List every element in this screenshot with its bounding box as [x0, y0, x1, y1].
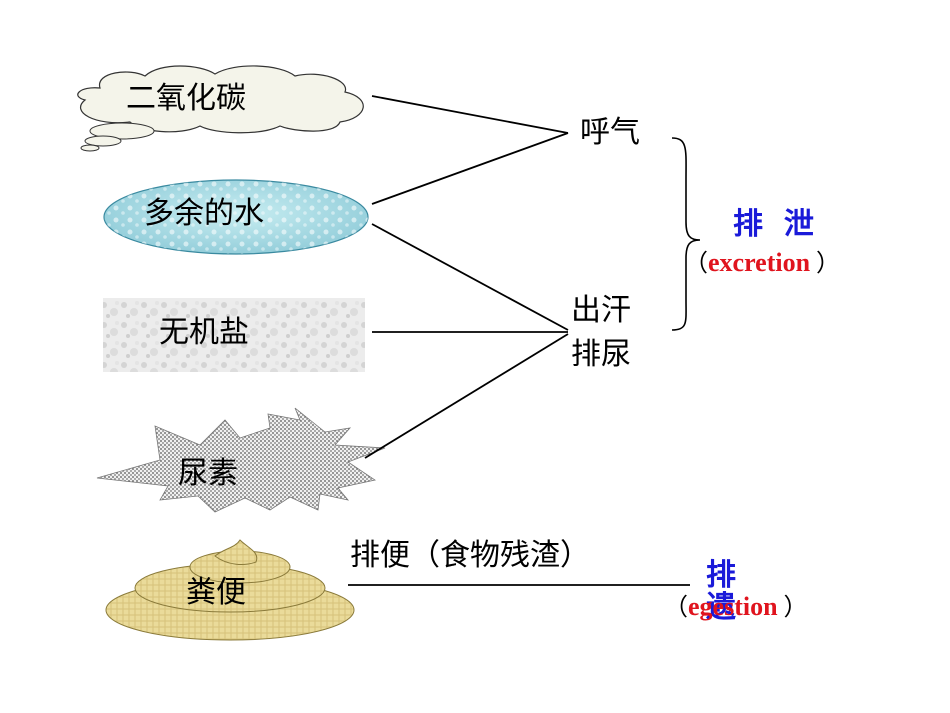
label-defecation: 排便（食物残渣）	[350, 538, 590, 573]
excretion-brace	[671, 137, 701, 331]
label-water: 多余的水	[144, 196, 264, 231]
co2-cloud-shape	[77, 65, 364, 152]
urea-burst-shape	[96, 407, 386, 513]
term-egestion-cn: 排 遗	[706, 558, 736, 625]
term-excretion-cn: 排 泄	[733, 207, 814, 242]
label-sweat: 出汗	[571, 293, 631, 328]
term-excretion-en-row: （excretion）	[684, 250, 840, 276]
paren-open: （	[684, 249, 708, 277]
label-salt: 无机盐	[159, 315, 249, 350]
term-egestion-en: egestion	[688, 592, 778, 621]
label-breath: 呼气	[580, 115, 640, 150]
label-feces: 粪便	[186, 575, 246, 610]
label-co2: 二氧化碳	[126, 81, 246, 116]
connector-lines	[348, 95, 690, 586]
salt-block-shape	[103, 298, 365, 372]
water-oval-shape	[103, 179, 369, 255]
term-excretion-en: excretion	[708, 248, 811, 277]
term-egestion-en-row: （egestion）	[664, 594, 808, 620]
paren-open-2: （	[664, 593, 688, 621]
label-urine: 排尿	[571, 337, 631, 372]
label-urea: 尿素	[178, 456, 238, 491]
feces-shape	[105, 539, 355, 641]
paren-close: ）	[816, 249, 841, 277]
paren-close-2: ）	[783, 593, 808, 621]
